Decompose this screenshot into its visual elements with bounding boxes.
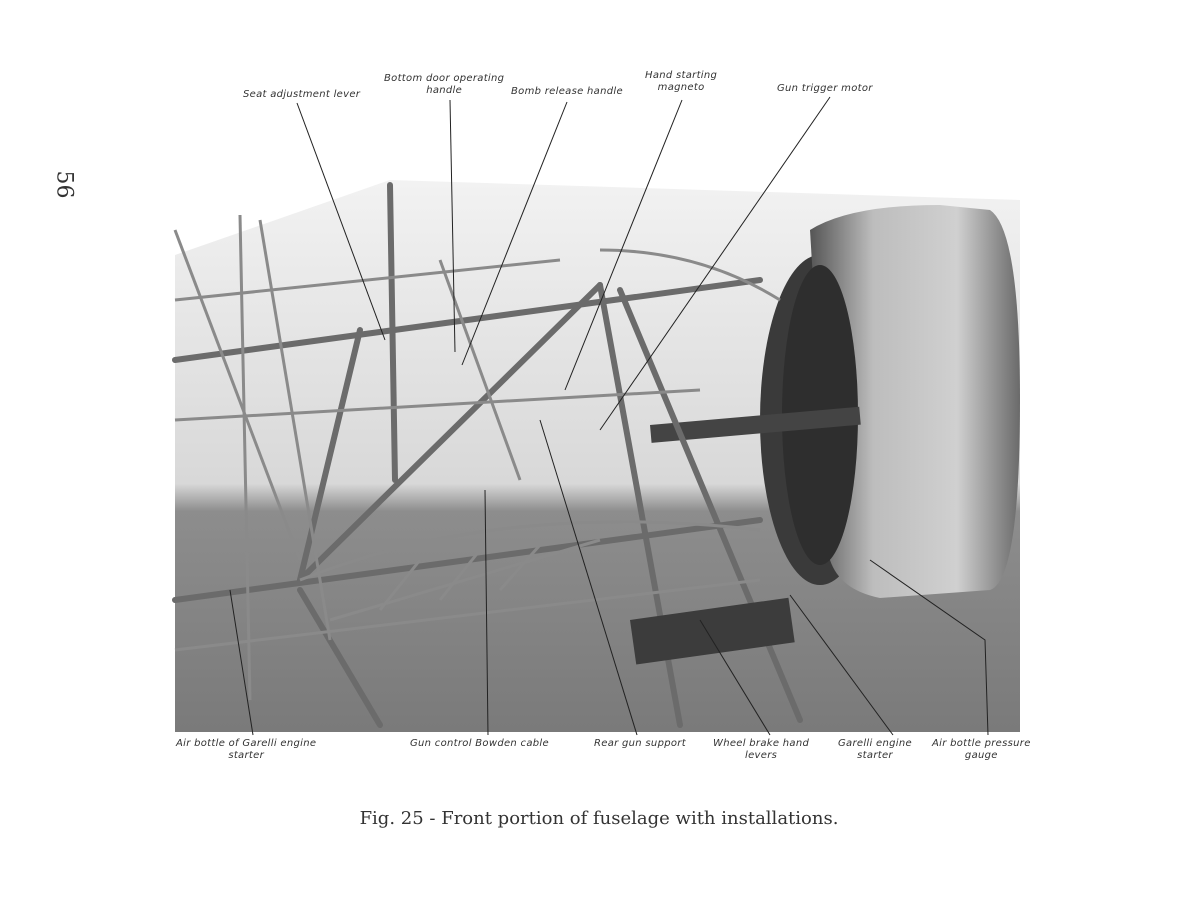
label-rear-gun-support: Rear gun support bbox=[594, 738, 686, 749]
label-line: handle bbox=[426, 85, 463, 96]
label-line: Garelli engine bbox=[838, 738, 912, 749]
label-line: Wheel brake hand bbox=[713, 738, 810, 749]
label-line: levers bbox=[745, 750, 778, 761]
engine-cowling bbox=[810, 205, 1020, 598]
label-gun-trigger-motor: Gun trigger motor bbox=[777, 83, 873, 94]
label-wheel-brake-hand-levers: Wheel brake hand levers bbox=[713, 738, 809, 762]
label-line: Hand starting bbox=[645, 70, 718, 81]
label-seat-adjustment-lever: Seat adjustment lever bbox=[243, 89, 361, 100]
label-gun-control-bowden-cable: Gun control Bowden cable bbox=[410, 738, 549, 749]
label-line: Air bottle pressure bbox=[932, 738, 1031, 749]
label-line: Air bottle of Garelli engine bbox=[176, 738, 317, 749]
label-air-bottle: Air bottle of Garelli engine starter bbox=[176, 738, 316, 762]
label-hand-starting-magneto: Hand starting magneto bbox=[645, 70, 717, 94]
label-air-bottle-pressure-gauge: Air bottle pressure gauge bbox=[932, 738, 1031, 762]
label-line: gauge bbox=[964, 750, 998, 761]
label-line: Bottom door operating bbox=[384, 73, 505, 84]
leader-lines bbox=[229, 96, 989, 736]
label-bottom-door-operating-handle: Bottom door operating handle bbox=[384, 73, 504, 97]
figure-caption: Fig. 25 - Front portion of fuselage with… bbox=[359, 808, 839, 829]
label-line: magneto bbox=[657, 82, 705, 93]
label-garelli-engine-starter: Garelli engine starter bbox=[838, 738, 912, 762]
label-bomb-release-handle: Bomb release handle bbox=[511, 86, 623, 97]
label-line: starter bbox=[857, 750, 893, 761]
label-line: starter bbox=[228, 750, 264, 761]
